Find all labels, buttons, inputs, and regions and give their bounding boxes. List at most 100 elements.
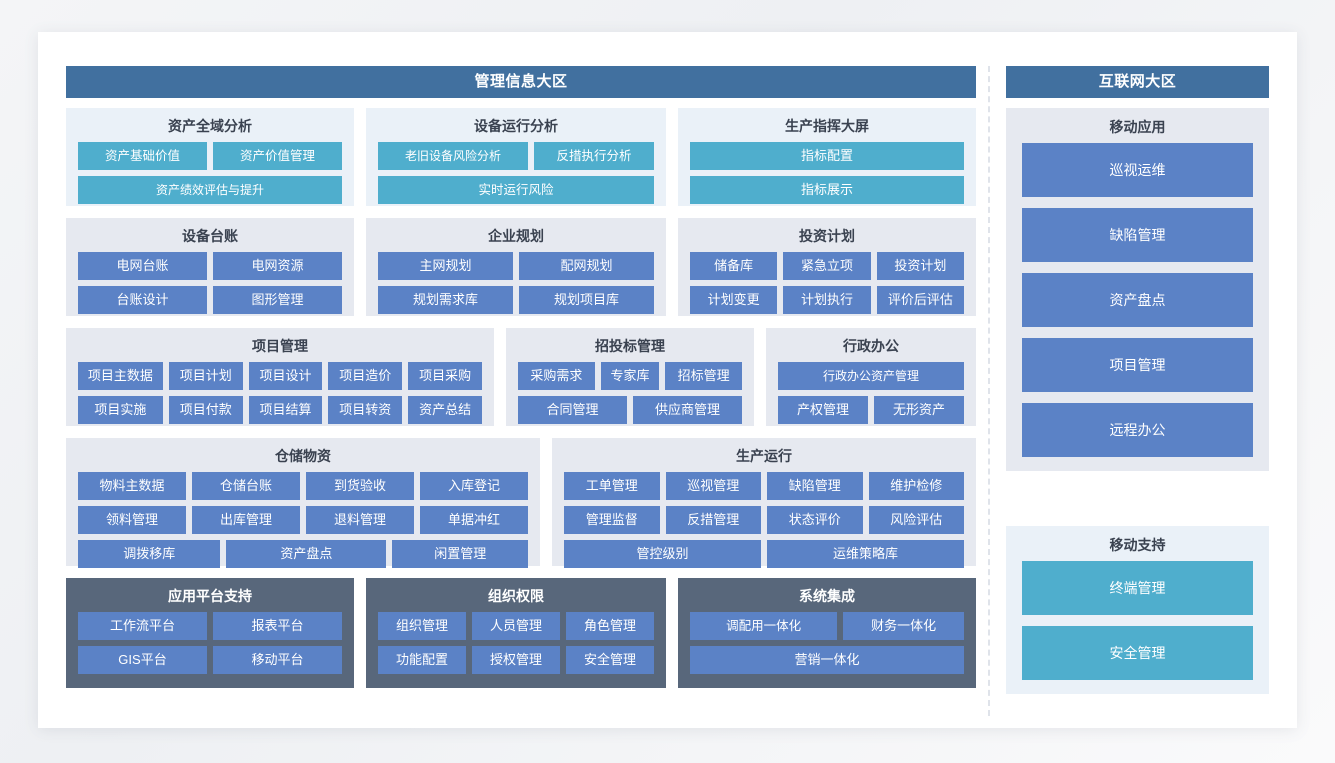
chip-资产价值管理[interactable]: 资产价值管理 (213, 142, 342, 170)
chip-GIS平台[interactable]: GIS平台 (78, 646, 207, 674)
chip-row: 储备库紧急立项投资计划 (690, 252, 964, 280)
chip-row: 产权管理无形资产 (778, 396, 964, 424)
chip-终端管理[interactable]: 终端管理 (1022, 561, 1253, 615)
chip-调配用一体化[interactable]: 调配用一体化 (690, 612, 838, 640)
chip-状态评价[interactable]: 状态评价 (767, 506, 863, 534)
chip-老旧设备风险分析[interactable]: 老旧设备风险分析 (378, 142, 528, 170)
chip-到货验收[interactable]: 到货验收 (306, 472, 414, 500)
chip-合同管理[interactable]: 合同管理 (518, 396, 627, 424)
chip-调拨移库[interactable]: 调拨移库 (78, 540, 221, 568)
chip-规划需求库[interactable]: 规划需求库 (378, 286, 513, 314)
chip-项目付款[interactable]: 项目付款 (168, 396, 243, 424)
chip-反措管理[interactable]: 反措管理 (665, 506, 761, 534)
chip-储备库[interactable]: 储备库 (690, 252, 778, 280)
chip-报表平台[interactable]: 报表平台 (213, 612, 342, 640)
panel-title: 项目管理 (252, 338, 308, 354)
chip-行政办公资产管理[interactable]: 行政办公资产管理 (778, 362, 964, 390)
chip-规划项目库[interactable]: 规划项目库 (519, 286, 654, 314)
chip-组织管理[interactable]: 组织管理 (378, 612, 466, 640)
chip-计划变更[interactable]: 计划变更 (690, 286, 778, 314)
chip-工单管理[interactable]: 工单管理 (564, 472, 660, 500)
chip-指标配置[interactable]: 指标配置 (690, 142, 964, 170)
chip-项目主数据[interactable]: 项目主数据 (78, 362, 163, 390)
panel-operation-row-1: 生产运行工单管理巡视管理缺陷管理维护检修管理监督反措管理状态评价风险评估管控级别… (552, 438, 976, 568)
chip-物料主数据[interactable]: 物料主数据 (78, 472, 186, 500)
chip-项目采购[interactable]: 项目采购 (408, 362, 482, 390)
chip-指标展示[interactable]: 指标展示 (690, 176, 964, 204)
chip-缺陷管理[interactable]: 缺陷管理 (1022, 208, 1253, 262)
chip-投资计划[interactable]: 投资计划 (876, 252, 964, 280)
chip-row: 管理监督反措管理状态评价风险评估 (564, 506, 964, 534)
chip-资产基础价值[interactable]: 资产基础价值 (78, 142, 207, 170)
operation-row: 仓储物资物料主数据仓储台账到货验收入库登记领料管理出库管理退料管理单据冲红调拨移… (66, 438, 976, 568)
chip-管理监督[interactable]: 管理监督 (564, 506, 660, 534)
chip-项目实施[interactable]: 项目实施 (78, 396, 163, 424)
chip-财务一体化[interactable]: 财务一体化 (843, 612, 964, 640)
chip-工作流平台[interactable]: 工作流平台 (78, 612, 207, 640)
chip-资产绩效评估与提升[interactable]: 资产绩效评估与提升 (78, 176, 342, 204)
chip-电网资源[interactable]: 电网资源 (213, 252, 342, 280)
chip-供应商管理[interactable]: 供应商管理 (633, 396, 742, 424)
chip-无形资产[interactable]: 无形资产 (874, 396, 964, 424)
chip-项目结算[interactable]: 项目结算 (248, 396, 323, 424)
chip-安全管理[interactable]: 安全管理 (1022, 626, 1253, 680)
panel-title: 生产指挥大屏 (785, 118, 869, 134)
chip-产权管理[interactable]: 产权管理 (778, 396, 868, 424)
chip-row: 规划需求库规划项目库 (378, 286, 654, 314)
chip-row: 项目主数据项目计划项目设计项目造价项目采购 (78, 362, 482, 390)
chip-单据冲红[interactable]: 单据冲红 (420, 506, 528, 534)
chip-资产盘点[interactable]: 资产盘点 (1022, 273, 1253, 327)
chip-电网台账[interactable]: 电网台账 (78, 252, 207, 280)
chip-项目计划[interactable]: 项目计划 (168, 362, 243, 390)
panel-analysis-row-0: 资产全域分析资产基础价值资产价值管理资产绩效评估与提升 (66, 108, 354, 206)
chip-营销一体化[interactable]: 营销一体化 (690, 646, 964, 674)
chip-管控级别[interactable]: 管控级别 (564, 540, 761, 568)
chip-缺陷管理[interactable]: 缺陷管理 (767, 472, 863, 500)
panel-title: 投资计划 (799, 228, 855, 244)
ledger-row: 设备台账电网台账电网资源台账设计图形管理企业规划主网规划配网规划规划需求库规划项… (66, 218, 976, 316)
chip-招标管理[interactable]: 招标管理 (665, 362, 742, 390)
chip-功能配置[interactable]: 功能配置 (378, 646, 466, 674)
chip-row: 管控级别运维策略库 (564, 540, 964, 568)
chip-资产盘点[interactable]: 资产盘点 (226, 540, 387, 568)
chip-人员管理[interactable]: 人员管理 (472, 612, 560, 640)
internet-zone-column: 互联网大区 移动应用巡视运维缺陷管理资产盘点项目管理远程办公 移动支持终端管理安… (1006, 66, 1269, 716)
chip-资产总结[interactable]: 资产总结 (408, 396, 482, 424)
chip-退料管理[interactable]: 退料管理 (306, 506, 414, 534)
chip-运维策略库[interactable]: 运维策略库 (767, 540, 964, 568)
chip-图形管理[interactable]: 图形管理 (213, 286, 342, 314)
chip-row: 计划变更计划执行评价后评估 (690, 286, 964, 314)
chip-评价后评估[interactable]: 评价后评估 (876, 286, 964, 314)
chip-紧急立项[interactable]: 紧急立项 (783, 252, 871, 280)
chip-主网规划[interactable]: 主网规划 (378, 252, 513, 280)
chip-采购需求[interactable]: 采购需求 (518, 362, 595, 390)
chip-巡视管理[interactable]: 巡视管理 (665, 472, 761, 500)
chip-风险评估[interactable]: 风险评估 (868, 506, 964, 534)
chip-出库管理[interactable]: 出库管理 (192, 506, 300, 534)
chip-入库登记[interactable]: 入库登记 (420, 472, 528, 500)
chip-计划执行[interactable]: 计划执行 (783, 286, 871, 314)
chip-移动平台[interactable]: 移动平台 (213, 646, 342, 674)
chip-角色管理[interactable]: 角色管理 (566, 612, 654, 640)
chip-闲置管理[interactable]: 闲置管理 (392, 540, 528, 568)
chip-项目管理[interactable]: 项目管理 (1022, 338, 1253, 392)
chip-远程办公[interactable]: 远程办公 (1022, 403, 1253, 457)
chip-授权管理[interactable]: 授权管理 (472, 646, 560, 674)
diagram-canvas: 管理信息大区 资产全域分析资产基础价值资产价值管理资产绩效评估与提升设备运行分析… (66, 66, 1269, 716)
chip-row: 资产基础价值资产价值管理 (78, 142, 342, 170)
chip-项目转资[interactable]: 项目转资 (328, 396, 403, 424)
chip-实时运行风险[interactable]: 实时运行风险 (378, 176, 654, 204)
chip-项目设计[interactable]: 项目设计 (248, 362, 323, 390)
chip-台账设计[interactable]: 台账设计 (78, 286, 207, 314)
chip-领料管理[interactable]: 领料管理 (78, 506, 186, 534)
chip-项目造价[interactable]: 项目造价 (328, 362, 403, 390)
chip-维护检修[interactable]: 维护检修 (868, 472, 964, 500)
chip-安全管理[interactable]: 安全管理 (566, 646, 654, 674)
chip-仓储台账[interactable]: 仓储台账 (192, 472, 300, 500)
chip-专家库[interactable]: 专家库 (600, 362, 660, 390)
chip-巡视运维[interactable]: 巡视运维 (1022, 143, 1253, 197)
panel-title: 仓储物资 (275, 448, 331, 464)
chip-配网规划[interactable]: 配网规划 (519, 252, 654, 280)
chip-反措执行分析[interactable]: 反措执行分析 (534, 142, 654, 170)
